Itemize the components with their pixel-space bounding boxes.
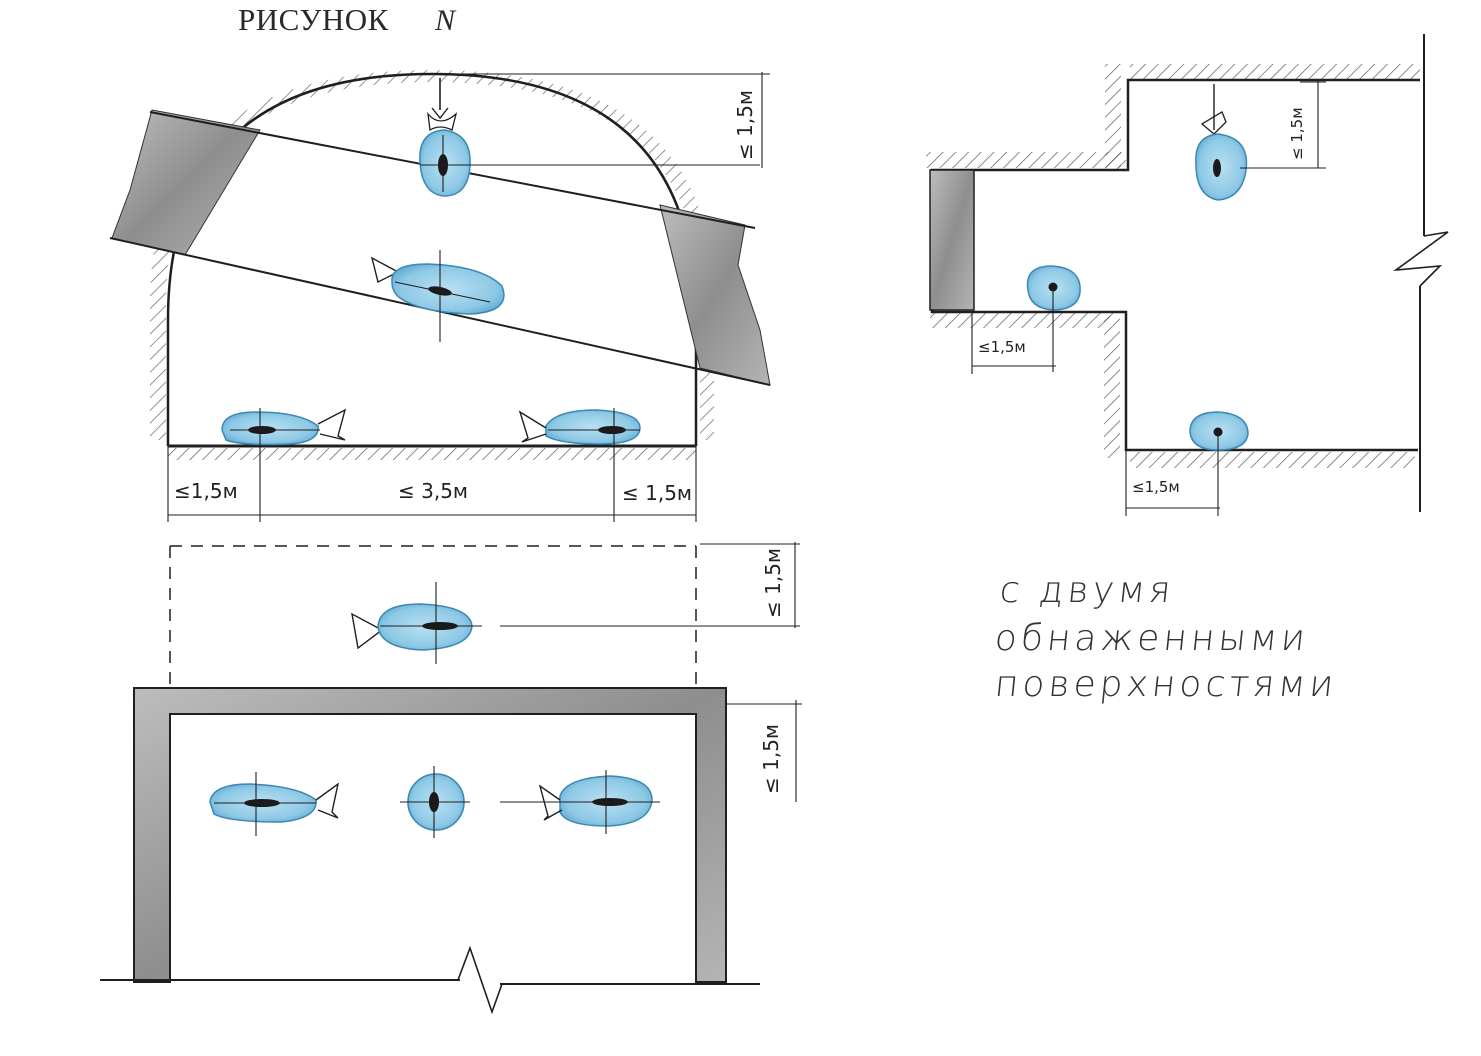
- dashed-ceiling-section: ≤ 1,5м: [169, 542, 800, 686]
- sprinkler-bottom-right: [518, 408, 641, 522]
- dimension-arch-bottom: ≤1,5м ≤ 3,5м ≤ 1,5м: [167, 446, 697, 522]
- caption-line-2: обнаженными: [992, 618, 1312, 659]
- cross-hatch-left-bottom: [930, 312, 1110, 328]
- sprinkler-room-right: [500, 770, 660, 834]
- break-mark-cross: [1393, 231, 1449, 287]
- cross-hatch-left-top: [926, 152, 1126, 168]
- sprinkler-bottom-left: [221, 408, 347, 522]
- dimension-cross-left: ≤1,5м: [971, 312, 1056, 374]
- cross-hatch-top: [1130, 64, 1420, 80]
- sprinkler-cross-left: [1026, 265, 1081, 372]
- room-section: ≤ 1,5м: [100, 687, 802, 1015]
- caption-line-3: поверхностями: [992, 664, 1340, 705]
- dimension-cross-top: ≤ 1,5м: [1288, 80, 1326, 168]
- room-wall-shading: [133, 687, 727, 983]
- dimension-arch-top: ≤ 1,5м: [432, 72, 770, 168]
- dimension-arch-right-label: ≤ 1,5м: [622, 481, 692, 505]
- cross-plan-outline: [930, 78, 1420, 452]
- dimension-arch-mid-label: ≤ 3,5м: [398, 479, 468, 503]
- inclined-beam-left-end: [111, 109, 261, 256]
- caption-line-1: с двумя: [997, 570, 1177, 611]
- cross-hatch-bottom: [1130, 452, 1415, 468]
- dimension-arch-left-label: ≤1,5м: [174, 479, 238, 503]
- cross-plan-section: ≤ 1,5м ≤1,5м ≤1,5м: [926, 34, 1449, 516]
- figure-title: РИСУНОК N: [238, 2, 456, 38]
- sprinkler-cross-top: [1195, 84, 1326, 201]
- figure-title-text: РИСУНОК: [238, 2, 389, 37]
- dimension-cross-bottom-label: ≤1,5м: [1132, 478, 1180, 496]
- sprinkler-room-center: [400, 766, 470, 838]
- dimension-room-right: ≤ 1,5м: [726, 700, 802, 802]
- sprinkler-cross-bottom: [1189, 411, 1249, 516]
- dimension-room-right-label: ≤ 1,5м: [759, 724, 783, 794]
- sprinkler-room-left: [209, 772, 340, 836]
- arch-floor-hatching: [168, 448, 696, 460]
- sprinkler-dashed-section: [351, 582, 800, 664]
- dimension-cross-bottom: ≤1,5м: [1125, 450, 1220, 516]
- figure-number-mark: N: [435, 4, 456, 37]
- cross-hatch-lower-left: [1104, 312, 1120, 458]
- dimension-dashed-right: ≤ 1,5м: [700, 542, 800, 628]
- break-mark-room: [457, 945, 503, 1015]
- dimension-cross-top-label: ≤ 1,5м: [1288, 107, 1306, 160]
- cross-column-shading: [929, 169, 975, 311]
- sprinkler-inclined: [370, 250, 505, 342]
- cross-hatch-upper-left: [1105, 64, 1121, 170]
- arch-section: ≤ 1,5м ≤1,5м ≤ 3,5м ≤ 1,5м: [109, 70, 771, 522]
- dimension-dashed-right-label: ≤ 1,5м: [761, 548, 785, 618]
- dimension-cross-left-label: ≤1,5м: [978, 338, 1026, 356]
- dimension-arch-top-label: ≤ 1,5м: [733, 90, 757, 160]
- inclined-beam-right-end: [659, 204, 771, 386]
- sprinkler-top: [419, 78, 760, 197]
